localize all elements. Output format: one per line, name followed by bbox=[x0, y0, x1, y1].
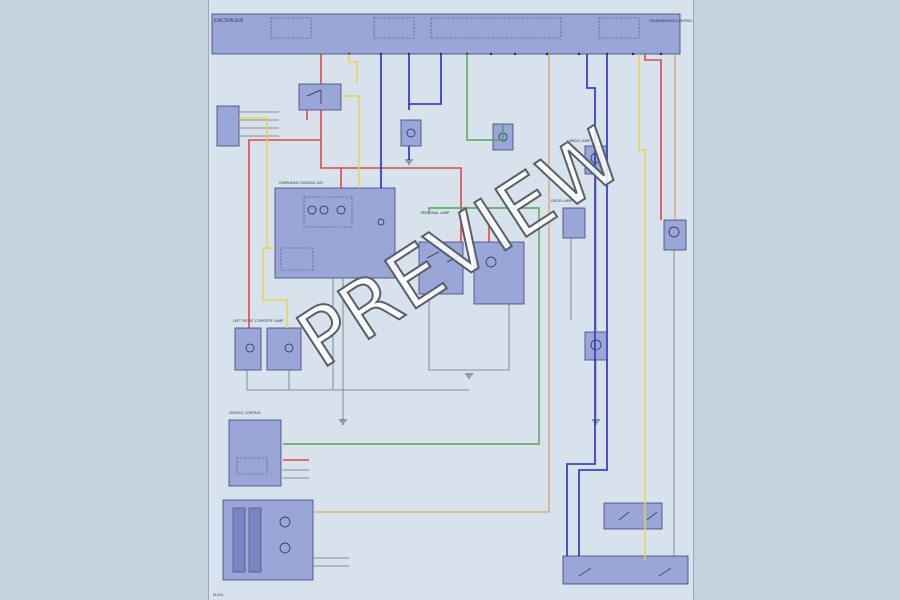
sheet-code: IS-001 bbox=[213, 593, 224, 597]
wire-red-3 bbox=[248, 139, 321, 328]
ground-symbols bbox=[339, 159, 600, 425]
cargo-lamp bbox=[584, 145, 608, 175]
processor-bar-1 bbox=[232, 507, 246, 573]
vehicle-control-module bbox=[228, 419, 282, 487]
processor-transistor-2 bbox=[279, 542, 291, 554]
cargo-lamp-label: CARGO LAMP bbox=[567, 139, 590, 143]
right-personal-lamp-bulb bbox=[485, 256, 497, 268]
wire-yel-3 bbox=[239, 117, 268, 248]
left-personal-lamp bbox=[418, 241, 464, 295]
door-lamp-upper bbox=[562, 207, 586, 239]
liftgate-switch-contacts bbox=[618, 511, 658, 521]
map-lamp-group bbox=[303, 196, 353, 228]
dome-switch bbox=[298, 83, 342, 111]
left-map-lamp-bulb bbox=[307, 205, 317, 215]
cargo-lamp-bulb bbox=[590, 152, 602, 164]
vehicle-control-label: VEHICLE CONTROL bbox=[229, 411, 261, 415]
wire-yel-4 bbox=[638, 54, 646, 560]
wire-gnd-2 bbox=[332, 278, 344, 420]
processor-transistor-1 bbox=[279, 516, 291, 528]
personal-lamp-switches bbox=[426, 251, 460, 263]
overhead-console bbox=[274, 187, 396, 279]
wire-blue-4 bbox=[566, 54, 596, 556]
right-map-lamp-bulb bbox=[336, 205, 346, 215]
junction-box-label: JUNCTION BOX bbox=[213, 18, 243, 23]
right-courtesy-lamp bbox=[266, 327, 302, 371]
left-connector-wires bbox=[239, 111, 279, 137]
wire-blue-5 bbox=[578, 54, 608, 556]
left-connector bbox=[216, 105, 240, 147]
door-lamp-label: DOOR LAMP bbox=[551, 199, 572, 203]
junction-fuse-block-1 bbox=[270, 17, 312, 39]
left-courtesy-lamp-label: LEFT FRONT COURTESY LAMP bbox=[233, 319, 283, 323]
left-courtesy-bulb bbox=[245, 343, 255, 353]
wire-red-1 bbox=[320, 54, 342, 188]
wiring-diagram-sheet: JUNCTION BOX TRANSMISSION CONTROL OVERHE… bbox=[208, 0, 694, 600]
liftgate-lamp bbox=[663, 219, 687, 251]
processor-bar-2 bbox=[248, 507, 262, 573]
door-lamp-lower-bulb bbox=[590, 339, 602, 351]
wire-org-1 bbox=[313, 54, 550, 513]
passenger-door-ajar-switch bbox=[562, 555, 689, 585]
liftgate-ajar-switch bbox=[603, 502, 663, 530]
dome-switch-contact bbox=[306, 89, 322, 104]
door-switch-contacts bbox=[578, 567, 672, 577]
wire-grn-1 bbox=[283, 207, 540, 445]
door-lamp-lower bbox=[584, 331, 608, 361]
liftgate-lamp-bulb bbox=[668, 226, 680, 238]
reading-lamp-left-bulb bbox=[406, 128, 416, 138]
overhead-console-label: OVERHEAD CONSOLE ASY bbox=[279, 181, 324, 185]
wiring-diagram: JUNCTION BOX TRANSMISSION CONTROL OVERHE… bbox=[211, 13, 692, 597]
right-personal-lamp bbox=[473, 241, 525, 305]
left-courtesy-lamp bbox=[234, 327, 262, 371]
center-map-lamp-bulb bbox=[319, 205, 329, 215]
personal-lamp-label: PERSONAL LAMP bbox=[421, 211, 449, 215]
junction-relay-block bbox=[430, 17, 562, 39]
wire-gnd-4 bbox=[570, 174, 597, 420]
wire-red-7 bbox=[644, 54, 662, 220]
wire-gnd-3 bbox=[428, 294, 510, 371]
junction-fuse-block-2 bbox=[373, 17, 415, 39]
wiring bbox=[239, 54, 676, 567]
console-dimmer-module bbox=[280, 247, 314, 271]
reading-lamp-left bbox=[400, 119, 422, 147]
wire-blue-3 bbox=[409, 54, 442, 105]
wire-gnd-6 bbox=[283, 469, 309, 479]
transmission-control-label: TRANSMISSION CONTROL bbox=[648, 19, 692, 23]
junction-box bbox=[211, 13, 681, 55]
vehicle-control-relay bbox=[236, 457, 268, 475]
right-courtesy-bulb bbox=[284, 343, 294, 353]
wire-gnd-7 bbox=[313, 557, 349, 567]
wire-gnd-1 bbox=[246, 370, 469, 391]
junction-fuse-block-3 bbox=[598, 17, 640, 39]
wire-grn-2 bbox=[466, 54, 504, 141]
console-indicator-led bbox=[377, 218, 385, 226]
wire-yel-1 bbox=[341, 54, 360, 188]
